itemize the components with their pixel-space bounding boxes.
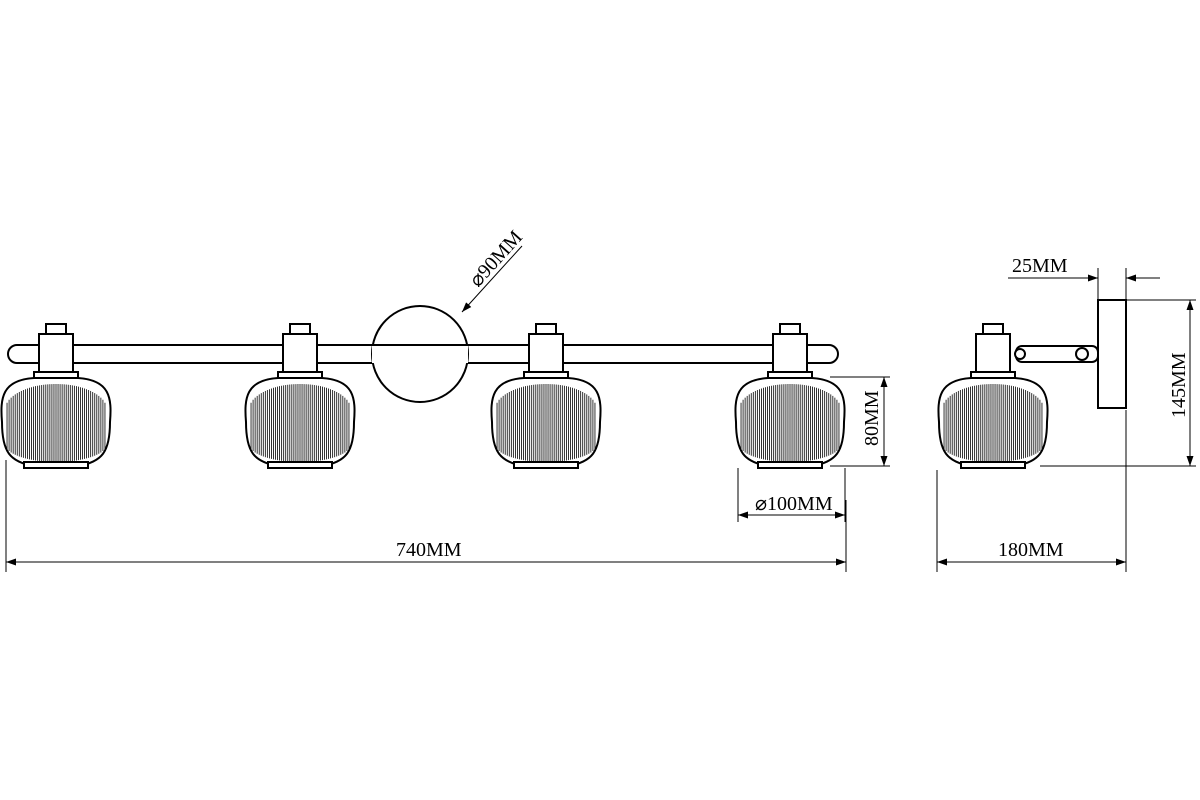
base-diameter-label: ⌀90MM [465, 226, 527, 291]
socket-holder [282, 333, 318, 375]
lamp-head-2 [244, 323, 356, 469]
shade-height-label: 80MM [861, 390, 883, 446]
front-view: ⌀90MM 80MM ⌀100MM 740MM [0, 226, 890, 572]
plate-thickness-label: 25MM [1012, 255, 1068, 277]
bottom-rim [757, 461, 823, 469]
depth-dimension: 180MM [936, 410, 1127, 572]
bottom-rim [960, 461, 1026, 469]
base-diameter-callout: ⌀90MM [461, 226, 527, 313]
cap [982, 323, 1004, 335]
socket-holder [38, 333, 74, 375]
shade-diameter-label: ⌀100MM [755, 493, 833, 515]
shade-ribs [740, 384, 840, 462]
side-view: 25MM 145MM 180MM [936, 255, 1196, 572]
socket-holder [772, 333, 808, 375]
overall-width-label: 740MM [396, 539, 462, 561]
front-shades [0, 323, 846, 469]
shade-height-dimension: 80MM [830, 376, 890, 467]
lamp-head-side [937, 323, 1049, 469]
plate-thickness-dimension: 25MM [1008, 255, 1160, 300]
shade-diameter-dimension: ⌀100MM [737, 468, 846, 522]
side-height-dimension: 145MM [1040, 299, 1196, 467]
lamp-head-4 [734, 323, 846, 469]
socket-holder [975, 333, 1011, 375]
cap [289, 323, 311, 335]
cap [535, 323, 557, 335]
lamp-head-3 [490, 323, 602, 469]
shade-ribs [943, 384, 1043, 462]
shade-ribs [6, 384, 106, 462]
side-height-label: 145MM [1168, 352, 1190, 418]
cap [779, 323, 801, 335]
bottom-rim [513, 461, 579, 469]
overall-width-dimension: 740MM [5, 460, 847, 572]
shade-ribs [496, 384, 596, 462]
socket-holder [528, 333, 564, 375]
bottom-rim [267, 461, 333, 469]
bottom-rim [23, 461, 89, 469]
shade-ribs [250, 384, 350, 462]
depth-label: 180MM [998, 539, 1064, 561]
side-shade [937, 323, 1049, 469]
cap [45, 323, 67, 335]
side-wall-plate [1097, 299, 1127, 409]
lamp-head-1 [0, 323, 112, 469]
